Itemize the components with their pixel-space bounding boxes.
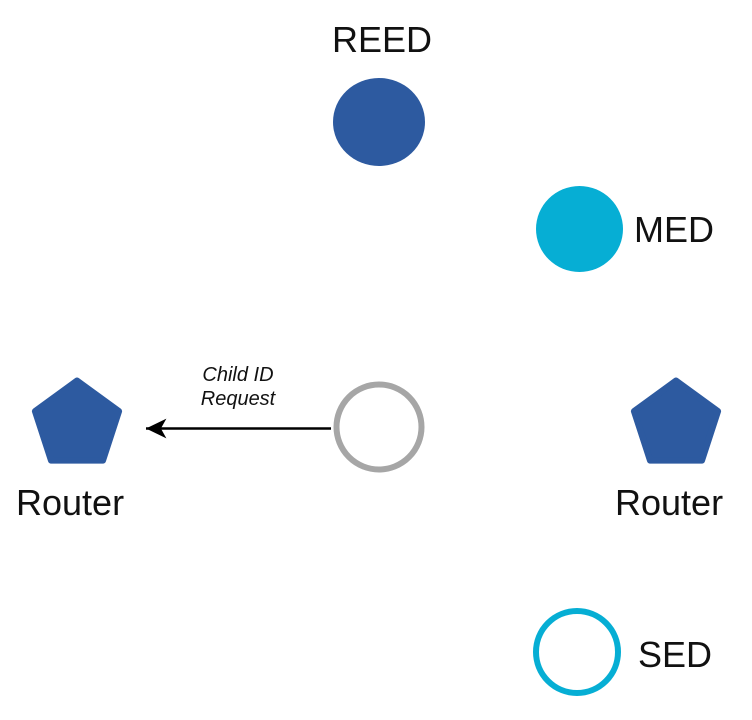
node-reed[interactable] xyxy=(333,78,425,166)
router-pentagon-icon xyxy=(630,377,722,464)
node-sed[interactable] xyxy=(532,607,622,697)
node-joining-device[interactable] xyxy=(333,381,425,473)
reed-circle-icon xyxy=(333,78,425,166)
node-router-right[interactable] xyxy=(630,377,722,470)
node-router-left[interactable] xyxy=(31,377,123,470)
node-label-reed: REED xyxy=(332,19,433,60)
joining-device-circle-icon xyxy=(333,381,425,473)
sed-circle-icon xyxy=(533,608,621,696)
edge-label-child-id-request: Child ID Request xyxy=(200,364,276,410)
node-label-router-right: Router xyxy=(615,482,724,523)
router-pentagon-icon xyxy=(31,377,123,464)
med-circle-icon xyxy=(536,186,623,272)
node-label-sed: SED xyxy=(638,634,713,675)
node-med[interactable] xyxy=(536,186,623,272)
node-label-router-left: Router xyxy=(16,482,125,523)
node-label-med: MED xyxy=(634,209,714,250)
